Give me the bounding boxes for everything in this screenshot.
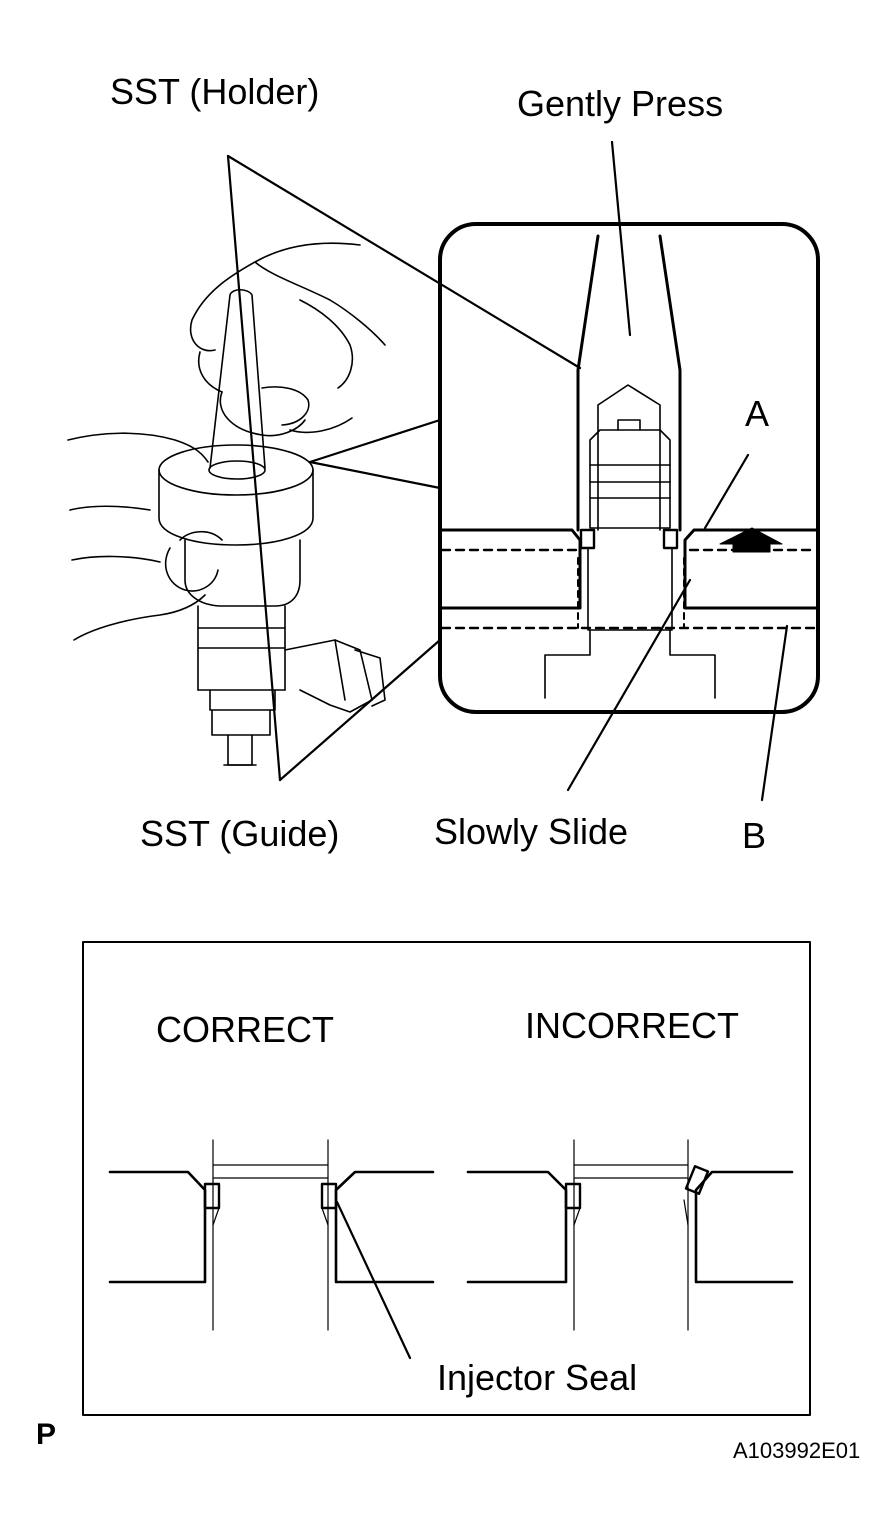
slowly-slide-label: Slowly Slide [434,811,629,852]
detail-box [438,222,820,714]
up-arrow-icon [719,527,783,553]
comparison-box [82,941,811,1416]
hand-with-sst-illustration [67,242,386,766]
correct-seal-view [108,1139,435,1331]
figure-id: A103992E01 [733,1438,861,1463]
label-b: B [742,815,767,856]
callout-lines [226,140,789,1360]
sst-guide-label: SST (Guide) [140,813,340,854]
correct-label: CORRECT [156,1009,334,1050]
incorrect-seal-view [466,1139,794,1331]
label-a: A [745,393,770,434]
injector-seal-label: Injector Seal [437,1357,638,1398]
page-marker: P [36,1418,57,1451]
incorrect-label: INCORRECT [525,1005,739,1046]
sst-holder-label: SST (Holder) [110,71,320,112]
gently-press-label: Gently Press [517,83,724,124]
